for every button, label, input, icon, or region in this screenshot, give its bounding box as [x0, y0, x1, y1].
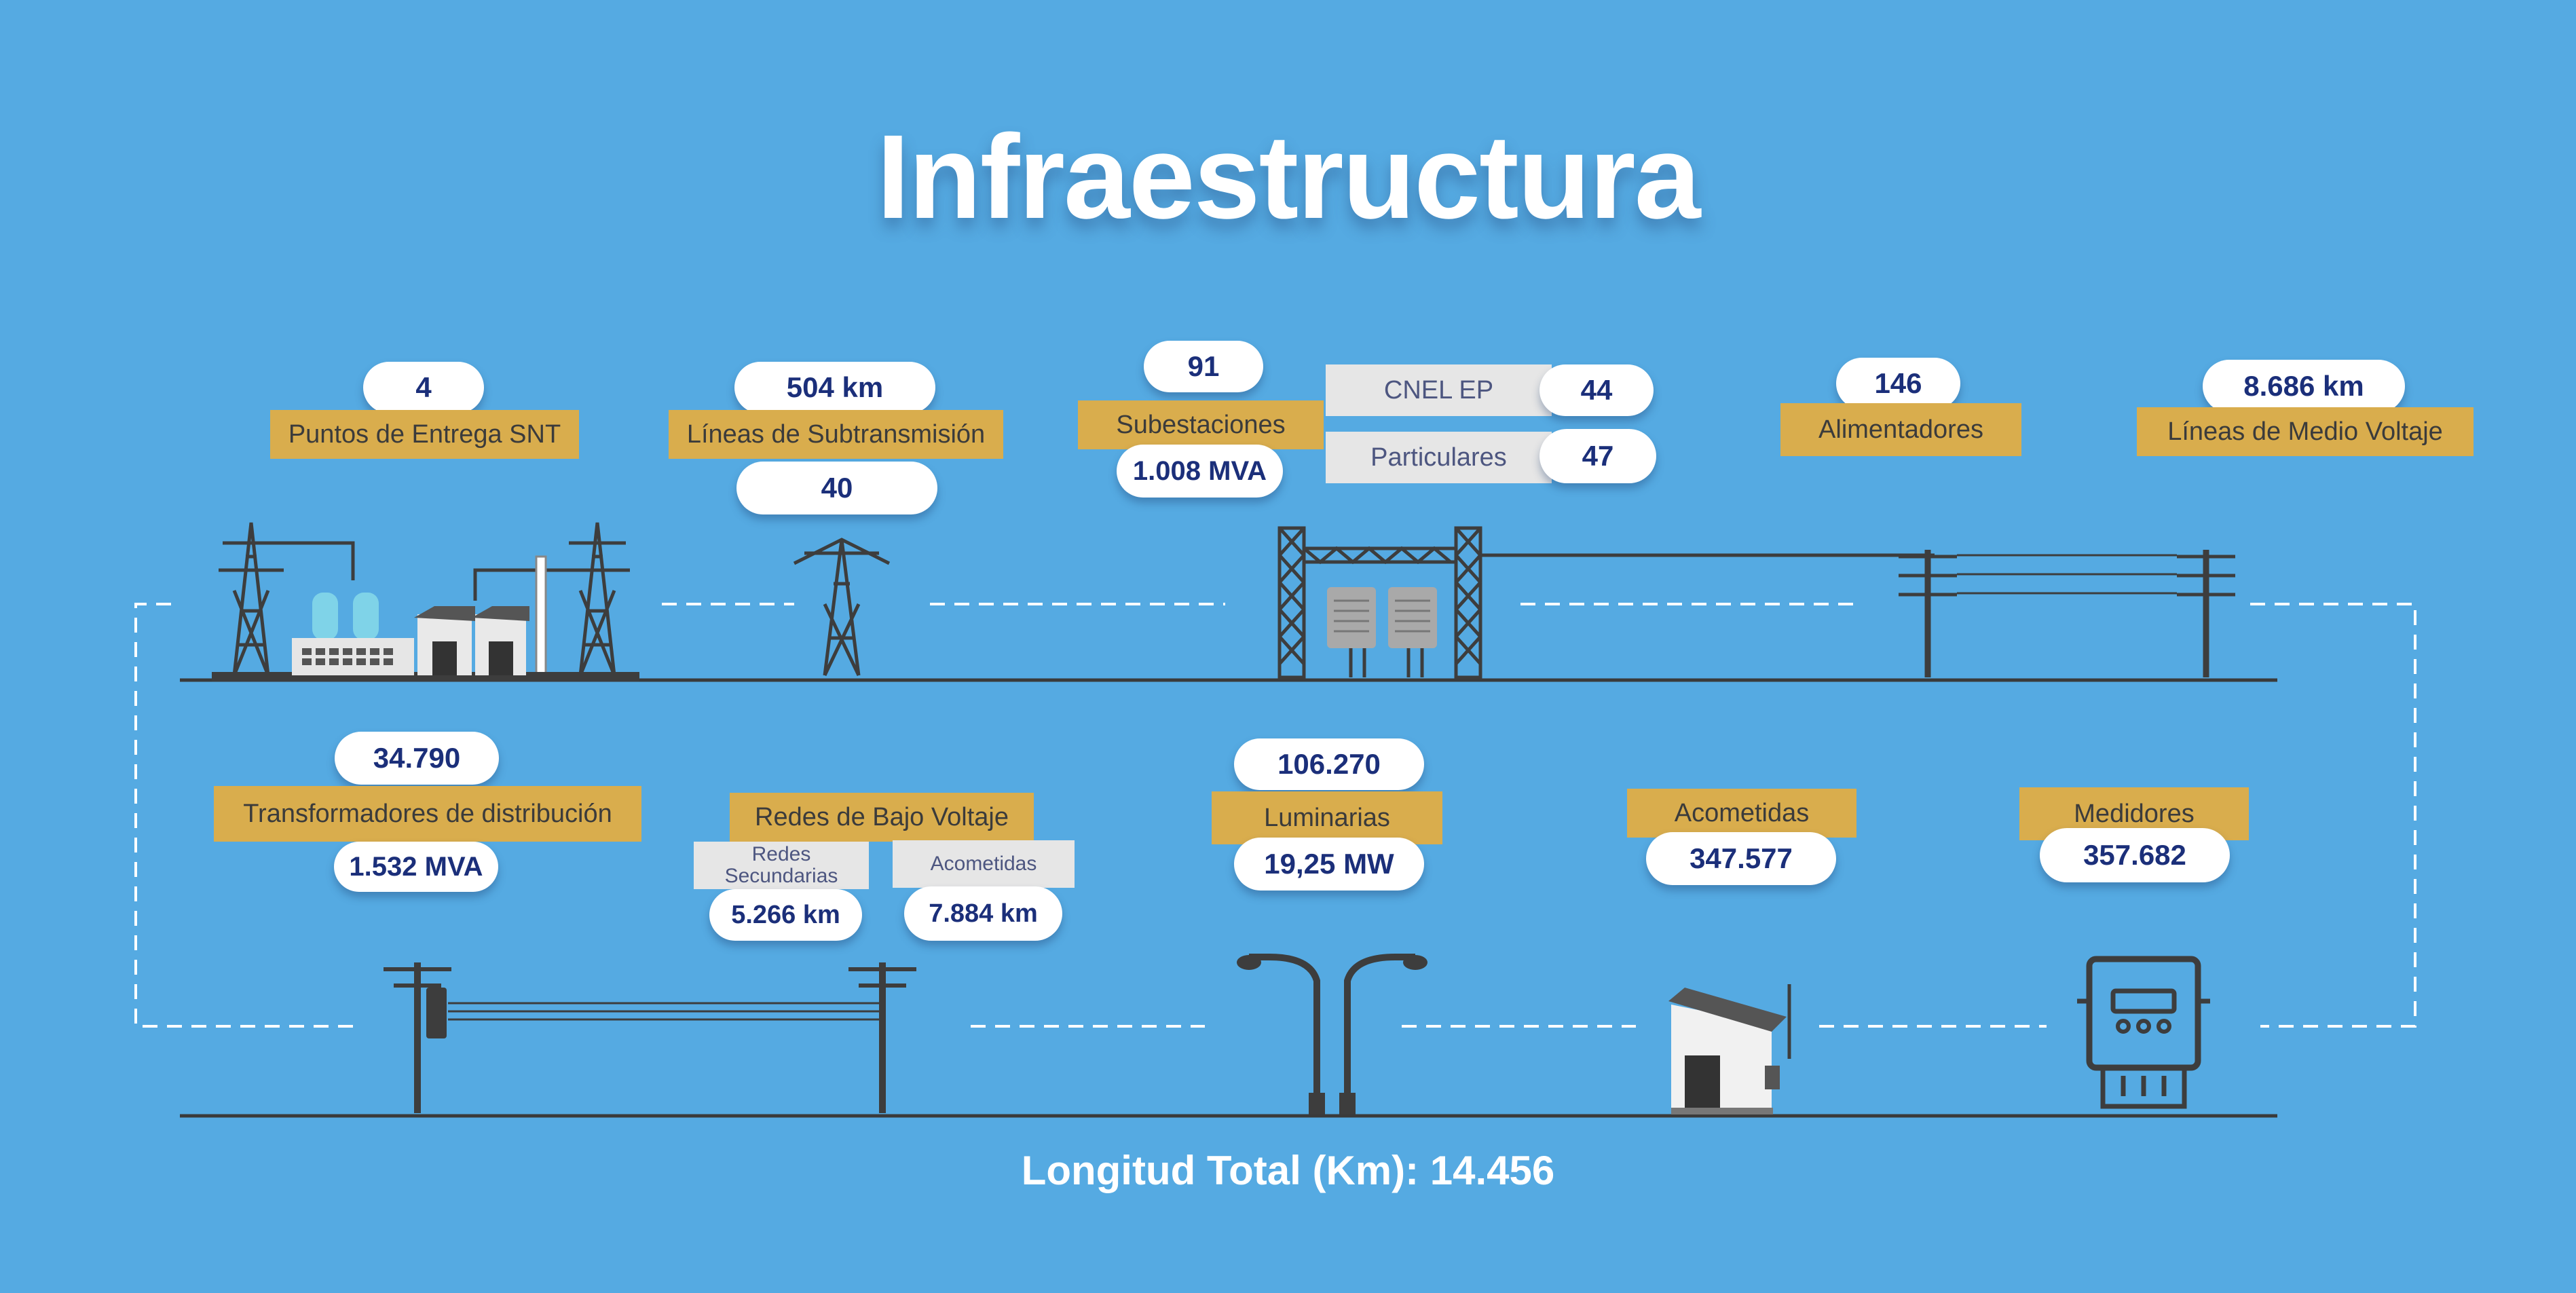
- low-voltage-wires: [448, 1002, 882, 1021]
- feeder-pole-icon: [1899, 550, 1957, 677]
- particulares-value: 47: [1539, 429, 1656, 483]
- transformers-value: 34.790: [335, 732, 499, 785]
- substations-capacity-value: 1.008 MVA: [1117, 445, 1283, 498]
- secondary-networks-label: Redes Secundarias: [694, 842, 869, 889]
- luminaires-value: 106.270: [1234, 738, 1424, 790]
- particulares-label: Particulares: [1326, 432, 1552, 483]
- medium-voltage-pole-icon: [2177, 550, 2235, 677]
- substation-transformers: [1327, 587, 1437, 648]
- transformer-box: [426, 988, 447, 1038]
- medium-voltage-length-value: 8.686 km: [2203, 360, 2405, 413]
- cnel-ep-label: CNEL EP: [1326, 364, 1552, 416]
- entry-points-value: 4: [363, 362, 484, 413]
- distribution-transformer-pole-icon: [384, 962, 451, 1113]
- dashed-connectors: [134, 603, 2416, 1028]
- luminaires-power-value: 19,25 MW: [1234, 838, 1424, 891]
- electric-meter-icon: [2077, 956, 2210, 1109]
- subtransmission-count-value: 40: [736, 462, 937, 514]
- service-drops-label: Acometidas: [1627, 789, 1856, 838]
- feeders-label: Alimentadores: [1780, 403, 2021, 456]
- service-drops-length-label: Acometidas: [893, 840, 1075, 888]
- street-light-icon: [1249, 954, 1415, 1113]
- substations-value: 91: [1144, 341, 1263, 392]
- service-drops-value: 347.577: [1646, 832, 1836, 885]
- medium-voltage-wires: [1957, 554, 2177, 595]
- low-voltage-networks-label: Redes de Bajo Voltaje: [730, 793, 1034, 842]
- transmission-tower-icon: [793, 538, 891, 677]
- transformers-label: Transformadores de distribución: [214, 786, 641, 842]
- power-plant-icon: [219, 522, 630, 677]
- substation-icon: [1277, 526, 1935, 679]
- low-voltage-pole-icon: [848, 962, 916, 1113]
- service-drops-length-value: 7.884 km: [904, 886, 1062, 941]
- meters-value: 357.682: [2040, 828, 2230, 882]
- subtransmission-length-value: 504 km: [734, 362, 935, 413]
- cnel-ep-value: 44: [1539, 364, 1654, 416]
- page-title: Infraestructura: [876, 111, 1700, 244]
- secondary-networks-value: 5.266 km: [709, 889, 862, 941]
- feeders-value: 146: [1836, 358, 1960, 409]
- medium-voltage-label: Líneas de Medio Voltaje: [2137, 407, 2474, 456]
- power-plant-buildings: [212, 593, 639, 681]
- street-light-heads: [1237, 955, 1427, 1114]
- substations-label: Subestaciones: [1078, 400, 1324, 449]
- house-service-icon: [1668, 984, 1791, 1114]
- total-length: Longitud Total (Km): 14.456: [1021, 1148, 1555, 1193]
- entry-points-label: Puntos de Entrega SNT: [270, 410, 579, 459]
- luminaires-label: Luminarias: [1212, 791, 1442, 844]
- subtransmission-label: Líneas de Subtransmisión: [669, 410, 1003, 459]
- transformers-capacity-value: 1.532 MVA: [334, 842, 498, 892]
